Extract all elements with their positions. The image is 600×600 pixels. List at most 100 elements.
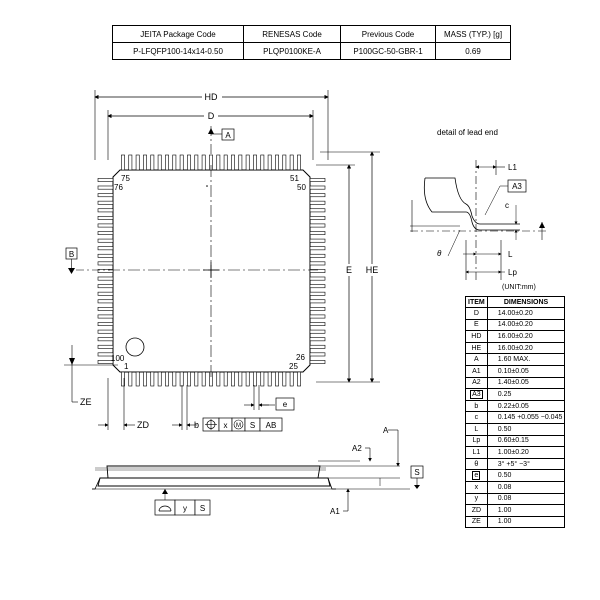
dimension-item: c	[465, 411, 488, 424]
dimension-value: 1.00	[486, 504, 566, 517]
lead-pin	[245, 371, 250, 387]
lead-pin	[309, 200, 326, 205]
lead-pin	[309, 193, 326, 198]
lead-pin	[309, 185, 326, 190]
lead-pin	[97, 322, 114, 326]
lead-pin	[97, 352, 114, 357]
zd-label: ZD	[137, 420, 149, 430]
lead-pin	[297, 154, 301, 171]
datum-a-label: A	[225, 131, 231, 140]
lead-pin	[143, 154, 147, 171]
dimension-item: Lp	[465, 434, 488, 448]
dimension-value: 0.25	[486, 388, 566, 401]
datum-s-label: S	[414, 468, 419, 477]
dimension-item: ZD	[465, 504, 488, 517]
lead-pin	[216, 371, 221, 387]
lead-pin	[97, 360, 114, 364]
lead-pin	[309, 360, 326, 364]
d-label: D	[208, 111, 215, 121]
hd-label: HD	[205, 92, 218, 102]
lead-pin	[97, 246, 114, 251]
dimension-item: L1	[465, 446, 488, 459]
lead-pin	[238, 371, 243, 387]
lead-pin	[297, 371, 301, 387]
lead-pin	[97, 208, 114, 213]
pin-51-label: 51	[290, 174, 299, 183]
lead-pin	[231, 154, 235, 171]
dimension-value: 16.00±0.20	[486, 341, 566, 355]
flatness-icon	[158, 505, 172, 512]
datum-b-label: B	[69, 250, 74, 259]
c-label: c	[505, 201, 509, 210]
dimension-value: 16.00±0.20	[486, 330, 566, 343]
package-code-table: JEITA Package Code RENESAS Code Previous…	[112, 25, 511, 60]
lead-pin	[97, 185, 114, 190]
b-label: b	[194, 420, 199, 430]
l1-label: L1	[508, 163, 517, 172]
lead-pin	[97, 276, 114, 281]
dimension-value: 0.08	[486, 492, 566, 506]
lead-end-detail: L1 A3 c θ L Lp	[410, 160, 548, 280]
pin-25-label: 25	[289, 362, 298, 371]
pin-50-label: 50	[297, 183, 306, 192]
e-label: E	[346, 265, 352, 275]
lead-pin	[97, 231, 114, 235]
dimension-value: 0.10±0.05	[486, 364, 566, 378]
lead-pin	[231, 371, 235, 387]
lead-pin	[143, 371, 147, 387]
lead-pin	[245, 154, 250, 171]
lead-pin	[150, 371, 155, 387]
lead-pin	[201, 371, 206, 387]
a-side-label: A	[383, 426, 389, 435]
lead-pin	[150, 154, 155, 171]
lead-pin	[97, 337, 114, 342]
lead-pin	[260, 154, 265, 171]
dimension-value: 0.60±0.15	[486, 434, 566, 448]
pin-75-label: 75	[121, 174, 130, 183]
lead-pin	[187, 371, 191, 387]
lead-pin	[253, 371, 257, 387]
dimension-item: D	[465, 307, 488, 320]
dimension-item: L	[465, 422, 488, 436]
lead-pin	[309, 269, 326, 273]
lead-pin	[260, 371, 265, 387]
pin-26-label: 26	[296, 353, 305, 362]
dimension-item: A3	[465, 388, 488, 401]
dimension-value: 0.50	[486, 469, 566, 482]
lead-pin	[157, 154, 162, 171]
lead-pin	[97, 178, 114, 182]
lead-pin	[97, 238, 114, 243]
lead-pin	[97, 269, 114, 273]
lead-pin	[201, 154, 206, 171]
detail-title: detail of lead end	[437, 128, 498, 137]
lp-label: Lp	[508, 268, 517, 277]
lead-pin	[309, 314, 326, 319]
lead-pin	[187, 154, 191, 171]
unit-label: (UNIT:mm)	[502, 284, 536, 291]
pin-1-label: 1	[124, 362, 129, 371]
dimension-value: 0.08	[486, 480, 566, 494]
pin1-index-mark	[125, 337, 145, 357]
lead-pin	[97, 291, 114, 296]
lead-pin	[223, 154, 228, 171]
dimension-item: HE	[465, 341, 488, 355]
dimensions-header-item: ITEM	[465, 296, 488, 308]
lead-pin	[97, 253, 114, 258]
theta-label: θ	[437, 249, 442, 258]
lead-pin	[128, 371, 133, 387]
lead-pin	[97, 329, 114, 334]
pin-76-label: 76	[114, 183, 123, 192]
leads-right	[309, 178, 326, 364]
package-table-value-row: P-LFQFP100-14x14-0.50 PLQP0100KE-A P100G…	[112, 42, 511, 60]
dimension-item: θ	[465, 457, 488, 471]
